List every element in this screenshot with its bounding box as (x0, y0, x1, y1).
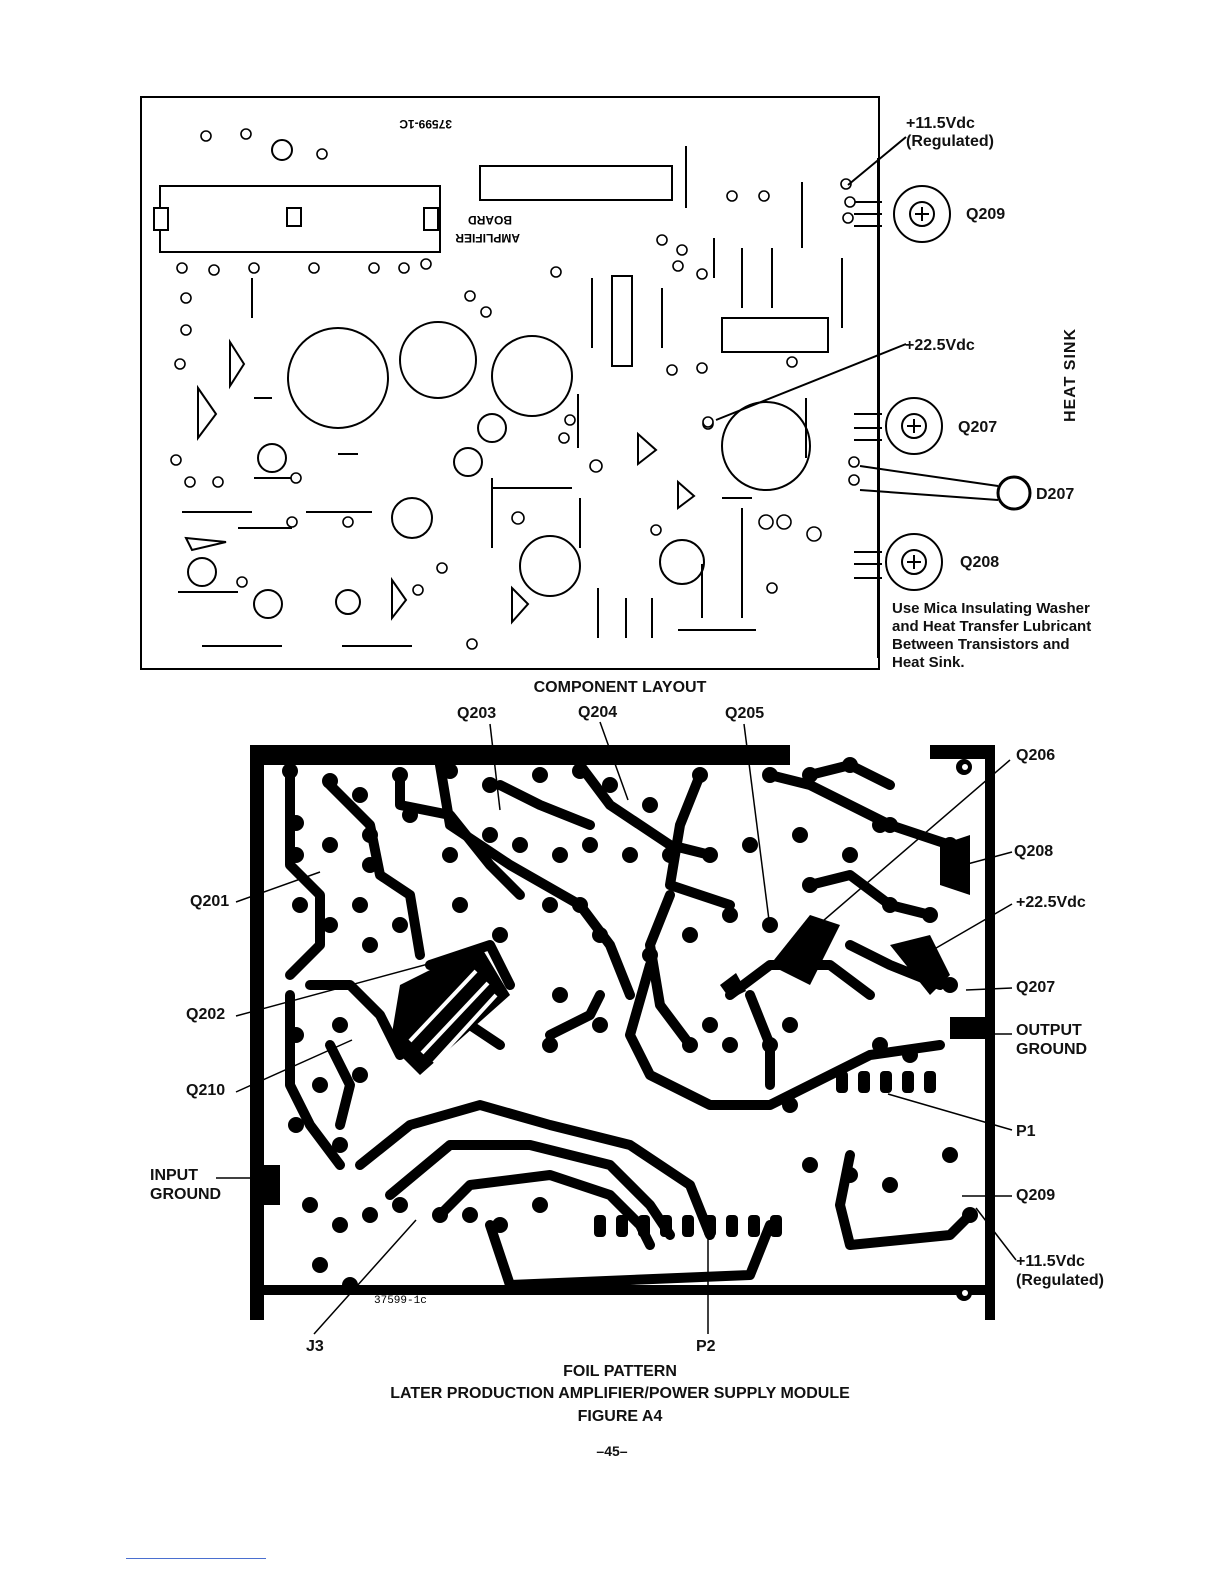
component-layout-caption: COMPONENT LAYOUT (533, 679, 707, 696)
silk-board-name-2: BOARD (468, 213, 512, 227)
q208-label: Q208 (960, 554, 1000, 571)
q206-label: Q206 (1016, 747, 1056, 764)
input-ground-label: INPUT (150, 1167, 198, 1184)
p1-label: P1 (1016, 1123, 1036, 1140)
heat-sink-label: HEAT SINK (1062, 327, 1079, 422)
input-ground-sublabel: GROUND (150, 1186, 222, 1203)
q205-label: Q205 (725, 705, 765, 722)
v11-regulated-label: +11.5Vdc (906, 115, 975, 132)
page-number: –45– (596, 1443, 628, 1459)
v11-foil-label: +11.5Vdc (1016, 1253, 1085, 1270)
foil-part-number: 37599-1c (374, 1295, 427, 1307)
v22-label: +22.5Vdc (905, 337, 975, 354)
v11-foil-sublabel: (Regulated) (1016, 1272, 1104, 1289)
q209-foil-label: Q209 (1016, 1187, 1056, 1204)
q204-label: Q204 (578, 704, 618, 721)
q207-label: Q207 (958, 419, 998, 436)
q207-foil-label: Q207 (1016, 979, 1056, 996)
foil-pattern-drawing: 37599-1c (250, 745, 995, 1320)
v22-foil-label: +22.5Vdc (1016, 894, 1086, 911)
footer-rule (126, 1558, 266, 1559)
foil-pattern-board: 37599-1c (250, 745, 995, 1320)
p2-label: P2 (696, 1338, 716, 1355)
note-line-2: and Heat Transfer Lubricant (892, 618, 1092, 635)
v11-regulated-sublabel: (Regulated) (906, 133, 994, 150)
silk-board-name-1: AMPLIFIER (455, 231, 520, 245)
q203-label: Q203 (457, 705, 497, 722)
output-ground-label: OUTPUT (1016, 1022, 1082, 1039)
foil-pattern-caption: FOIL PATTERN (563, 1363, 677, 1380)
note-line-3: Between Transistors and (892, 636, 1070, 653)
silk-part-number: 37599-1C (399, 117, 452, 131)
q208-foil-label: Q208 (1014, 843, 1054, 860)
j3-label: J3 (306, 1338, 324, 1355)
q201-label: Q201 (190, 893, 230, 910)
q209-label: Q209 (966, 206, 1006, 223)
figure-title: LATER PRODUCTION AMPLIFIER/POWER SUPPLY … (390, 1385, 850, 1402)
q202-label: Q202 (186, 1006, 226, 1023)
output-ground-sublabel: GROUND (1016, 1041, 1088, 1058)
mica-washer-note: Use Mica Insulating Washer and Heat Tran… (892, 600, 1091, 672)
d207-label: D207 (1036, 486, 1075, 503)
note-line-4: Heat Sink. (892, 654, 965, 671)
figure-number: FIGURE A4 (577, 1408, 663, 1425)
note-line-1: Use Mica Insulating Washer (892, 600, 1090, 617)
component-layout-drawing: 37599-1C AMPLIFIER BOARD (153, 117, 882, 658)
heat-sink-label-box: HEAT SINK (1060, 327, 1084, 430)
component-layout-board: 37599-1C AMPLIFIER BOARD (140, 96, 882, 670)
q210-label: Q210 (186, 1082, 226, 1099)
